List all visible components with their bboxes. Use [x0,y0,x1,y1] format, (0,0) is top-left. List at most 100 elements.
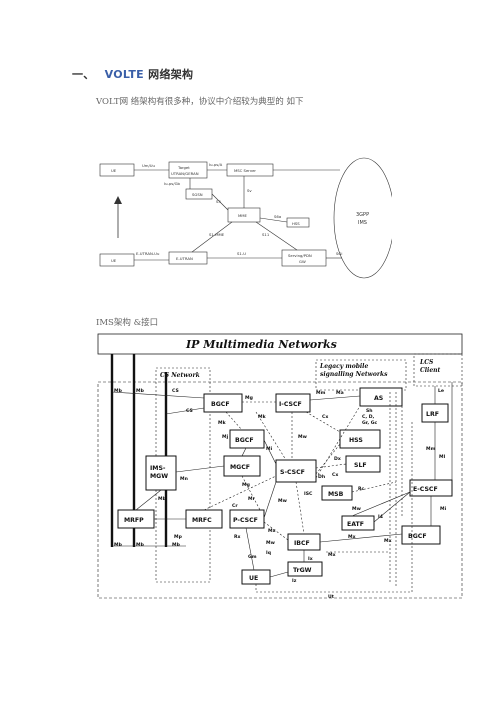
iface-ix: Ix [308,556,313,562]
slf-box [345,455,381,473]
ue-box-top [99,163,135,177]
iface-cr: Cr [232,503,238,509]
intro-paragraph: VOLT网 络架构有很多种，协议中介绍较为典型的 如下 [96,97,304,107]
iface-ut: Ut [328,594,335,600]
fig1-ims1-label: 3GPP [356,212,369,218]
iface-mp: Mp [174,534,183,540]
heading-number: 一、 [72,68,95,81]
eatf-label: EATF [347,521,364,528]
iface-isc: ISC [304,491,313,497]
ims-cloud [333,157,392,279]
iface-mk2: Mk [218,420,227,426]
bgcf1-box [203,393,243,413]
pcscf-box [229,509,265,529]
iface-mb1: Mb [114,388,123,394]
lcs-title-1: LCS [419,359,434,366]
iface-mg1: Mg [245,395,253,401]
lcs-title-2: Client [420,367,441,374]
lrf-label: LRF [426,411,439,418]
iface-mx2: Mx [348,534,356,540]
ue-label: UE [249,575,258,582]
fig1-sgw-label: Serving/PDN [288,253,312,258]
iface-mi2: Mi [440,506,447,512]
iface-mr: Mr [248,496,256,502]
iface-i4: I4 [378,514,383,520]
ims-architecture-figure: IP Multimedia Networks CS Network Legacy… [97,333,463,600]
fig1-ims2-label: IMS [358,220,367,226]
ims-mgw-label-2: MGW [150,473,168,480]
hss-label: HSS [349,437,363,444]
iface-iz: Iz [292,578,297,584]
bgcf3-label: BGCF [408,533,427,540]
iface-dx1: Dx [334,456,341,462]
iface-mwx: Mw [266,540,276,546]
iface-mb3: Mb [158,496,167,502]
iface-le: Le [438,388,444,394]
iface-cx2: Cx [332,472,338,478]
fig1-sgi-label: SGi [336,251,342,256]
iface-dh: Dh [318,474,325,480]
trgw-label: TrGW [293,567,312,574]
fig1-sv-label: Sv [247,188,252,193]
iface-gm: Gm [248,554,257,560]
fig1-iupsgb-label: Iu-ps/Gb [164,181,181,186]
iface-mi: Mi [266,446,273,452]
fig1-sgw2-label: GW [299,259,306,264]
iface-mm2: Mm [426,446,436,452]
iface-mx3: Mx [384,538,392,544]
fig1-s3-label: S3 [216,199,221,204]
iface-mg2: Mg [242,482,250,488]
iface-mb5: Mb [136,542,145,548]
mrfp-label: MRFP [124,517,144,524]
eps-architecture-figure: UE Um/Uu Target UTRAN/GERAN Iu-ps/A MSC … [99,157,392,279]
ip-multimedia-title: IP Multimedia Networks [185,338,337,351]
bgcf1-label: BGCF [211,401,230,408]
legacy-title-2: signalling Networks [320,371,388,378]
ecscf-label: E-CSCF [413,486,438,493]
iface-mb2: Mb [136,388,145,394]
fig1-umuu-label: Um/Uu [142,163,156,168]
iface-mn: Mn [180,476,188,482]
fig1-euu-label: E-UTRAN-Uu [136,251,160,256]
msb-box [321,485,353,501]
ibcf-label: IBCF [294,540,310,547]
iface-ma: Ma [336,390,344,396]
bgcf3-box [401,525,441,545]
iface-mw1: Mw [298,434,308,440]
bgcf2-box [229,429,265,449]
cs-network-title: CS Network [160,372,200,379]
heading-text: 网络架构 [148,68,194,81]
fig1-iupsa-label: Iu-ps/A [209,162,223,167]
eatf-box [341,515,375,531]
iface-sh: Sh [366,408,373,414]
hss-box [286,217,310,228]
iface-mw3: Mw [278,498,288,504]
lcs-region [413,353,463,387]
iface-mx4: Mx [328,552,336,558]
fig1-msc-label: MSC Server [234,168,256,173]
slf-label: SLF [354,462,367,469]
iface-mm: Mm [316,390,326,396]
fig1-s11-label: S11 [262,232,270,237]
fig1-s6a-label: S6a [274,214,281,219]
icscf-box [275,393,311,413]
iface-rc: Rc [358,486,365,492]
fig1-hss-label: HSS [292,221,300,226]
iface-mw2: Mw [352,506,362,512]
as-box [359,387,403,407]
icscf-label: I-CSCF [279,401,302,408]
ims-domain-container [97,381,463,599]
iface-mb4: Mb [114,542,123,548]
iface-mk1: Mk [258,414,267,420]
fig1-s1mme-label: S1-MME [209,232,225,237]
ims-mgw-box [145,455,177,491]
msb-label: MSB [328,491,344,498]
fig1-s1u-label: S1-U [237,251,246,256]
mrfc-label: MRFC [192,517,212,524]
fig1-eutran-label: E-UTRAN [176,256,193,261]
upward-arrow-icon [114,196,122,238]
iface-ml: Ml [439,454,446,460]
heading-accent: VOLTE [104,68,144,81]
iface-cdx: C, D, [362,414,375,420]
fig1-target-label: Target [177,165,190,170]
